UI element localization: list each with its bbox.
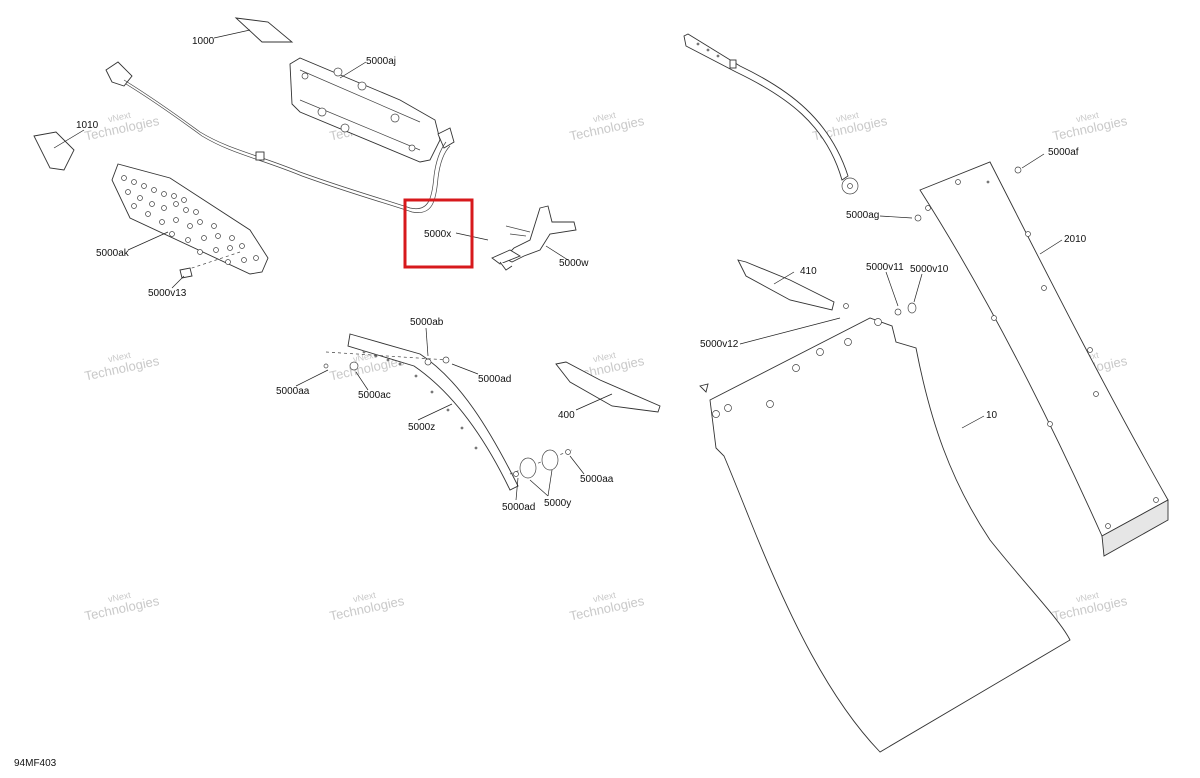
callout-5000ak[interactable]: 5000ak: [96, 248, 130, 259]
watermark-line1: vNext: [107, 590, 132, 605]
callout-5000af[interactable]: 5000af: [1048, 147, 1079, 158]
panel-perforations: [121, 175, 259, 265]
part-5000v11-clip[interactable]: [894, 308, 902, 316]
callout-10[interactable]: 10: [986, 410, 998, 421]
watermark-line1: vNext: [592, 590, 617, 605]
callout-5000ab[interactable]: 5000ab: [410, 317, 444, 328]
watermark-line1: vNext: [592, 350, 617, 365]
watermark: vNext Technologies: [568, 110, 646, 144]
watermark: vNext Technologies: [1051, 590, 1129, 624]
callout-5000ad-top[interactable]: 5000ad: [478, 374, 511, 385]
callout-5000aa-left[interactable]: 5000aa: [276, 386, 310, 397]
callout-5000x[interactable]: 5000x: [424, 229, 451, 240]
watermark: vNext Technologies: [83, 350, 161, 384]
callout-1010[interactable]: 1010: [76, 120, 99, 131]
part-5000v13-fastener[interactable]: [179, 251, 241, 279]
part-1000-decal[interactable]: [234, 17, 294, 43]
highlight-box-5000x: [403, 198, 474, 269]
part-5000v12-fastener[interactable]: [699, 383, 709, 393]
callout-5000ac[interactable]: 5000ac: [358, 390, 391, 401]
diagram-id: 94MF403: [14, 758, 57, 769]
callout-2010[interactable]: 2010: [1064, 234, 1087, 245]
watermark-line1: vNext: [1075, 590, 1100, 605]
part-5000v10-clip[interactable]: [907, 302, 917, 314]
part-10-panel[interactable]: [709, 317, 1071, 753]
watermark-line1: vNext: [1075, 110, 1100, 125]
callout-5000w[interactable]: 5000w: [559, 258, 589, 269]
part-410-strip[interactable]: [737, 259, 849, 311]
watermark: vNext Technologies: [328, 590, 406, 624]
callout-5000v12[interactable]: 5000v12: [700, 339, 739, 350]
watermark: vNext Technologies: [83, 590, 161, 624]
part-5000ag-fastener[interactable]: [914, 214, 922, 222]
part-400-strip[interactable]: [555, 361, 661, 413]
callout-5000ad-bottom[interactable]: 5000ad: [502, 502, 535, 513]
watermark-line1: vNext: [592, 110, 617, 125]
watermark: vNext Technologies: [811, 110, 889, 144]
part-1010-decal[interactable]: [33, 131, 75, 171]
part-5000aj-plate[interactable]: [289, 57, 455, 163]
wire-harness[interactable]: [105, 61, 451, 214]
callout-5000ag[interactable]: 5000ag: [846, 210, 879, 221]
watermark-line1: vNext: [107, 350, 132, 365]
part-5000af-fastener[interactable]: [1014, 166, 1022, 174]
callout-5000y[interactable]: 5000y: [544, 498, 571, 509]
leader-lines: [53, 29, 1063, 501]
callout-5000v10[interactable]: 5000v10: [910, 264, 949, 275]
callout-labels: 1000 1010 5000aj 5000ak 5000v13 5000x 50…: [14, 36, 1087, 769]
watermark-line1: vNext: [835, 110, 860, 125]
watermark-line1: vNext: [107, 110, 132, 125]
callout-5000v13[interactable]: 5000v13: [148, 288, 187, 299]
callout-5000z[interactable]: 5000z: [408, 422, 435, 433]
callout-1000[interactable]: 1000: [192, 36, 215, 47]
part-2010-panel[interactable]: [919, 161, 1169, 557]
part-5000z-trim[interactable]: [323, 333, 519, 491]
watermark: vNext Technologies: [1051, 110, 1129, 144]
part-5000y-washers[interactable]: [509, 449, 573, 479]
part-support-arm[interactable]: [683, 33, 859, 195]
callout-400[interactable]: 400: [558, 410, 575, 421]
watermark: vNext Technologies: [568, 590, 646, 624]
callout-410[interactable]: 410: [800, 266, 817, 277]
callout-5000aj[interactable]: 5000aj: [366, 56, 396, 67]
part-5000ak-panel[interactable]: [111, 163, 269, 275]
callout-5000v11[interactable]: 5000v11: [866, 262, 904, 273]
part-5000w-bracket[interactable]: [491, 205, 577, 271]
callout-5000aa-right[interactable]: 5000aa: [580, 474, 614, 485]
watermark-line1: vNext: [352, 590, 377, 605]
